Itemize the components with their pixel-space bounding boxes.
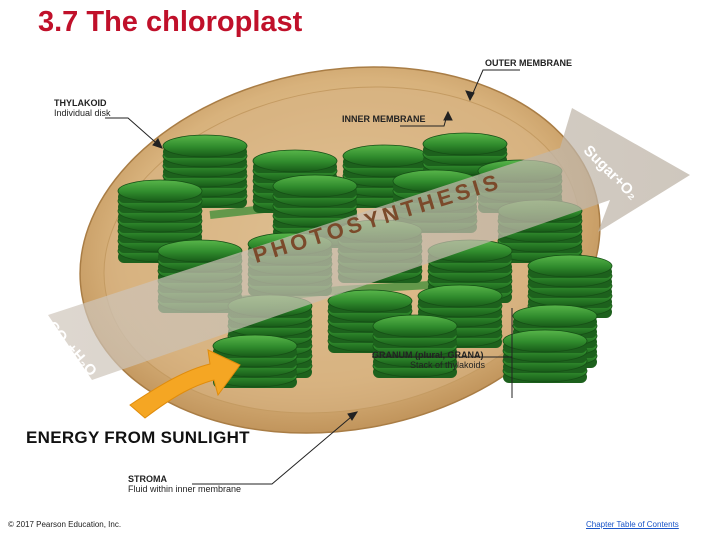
thylakoid-label-sub: Individual disk [54,108,111,118]
granum-stack [502,329,588,383]
thylakoid-disk [422,132,508,156]
thylakoid-label: THYLAKOID Individual disk [54,98,111,118]
leader-lines [105,69,520,485]
thylakoid-label-title: THYLAKOID [54,98,107,108]
thylakoid-disk [252,149,338,173]
thylakoid-disk [527,254,613,278]
thylakoid-disk [327,289,413,313]
sunlight-arrow [129,349,241,419]
stroma-label-sub: Fluid within inner membrane [128,484,242,494]
stroma-label: STROMA Fluid within inner membrane [128,474,241,494]
granum-label-sub: Stack of thylakoids [410,360,486,370]
thylakoid-disk [372,314,458,338]
thylakoid-disk [212,334,298,358]
thylakoid-disk [162,134,248,158]
thylakoid-disk [342,144,428,168]
thylakoid-disk [417,284,503,308]
photosynthesis-arrow [48,108,690,380]
copyright-text: © 2017 Pearson Education, Inc. [8,520,122,529]
granum-label-title: GRANUM (plural, GRANA) [372,350,484,360]
page-title: 3.7 The chloroplast [38,6,303,38]
chapter-toc-link[interactable]: Chapter Table of Contents [586,520,679,529]
granum-label: GRANUM (plural, GRANA) Stack of thylakoi… [372,350,485,370]
thylakoid-disk [157,239,243,263]
inner-membrane-label: INNER MEMBRANE [342,114,426,124]
stroma-label-title: STROMA [128,474,167,484]
outer-membrane-label: OUTER MEMBRANE [485,58,572,68]
thylakoid-disk [512,304,598,328]
thylakoid-disk [272,174,358,198]
granum-stack [372,314,458,378]
energy-label: ENERGY FROM SUNLIGHT [26,428,250,447]
granum-stack [212,334,298,388]
thylakoid-disk [117,179,203,203]
thylakoid-disk [502,329,588,353]
